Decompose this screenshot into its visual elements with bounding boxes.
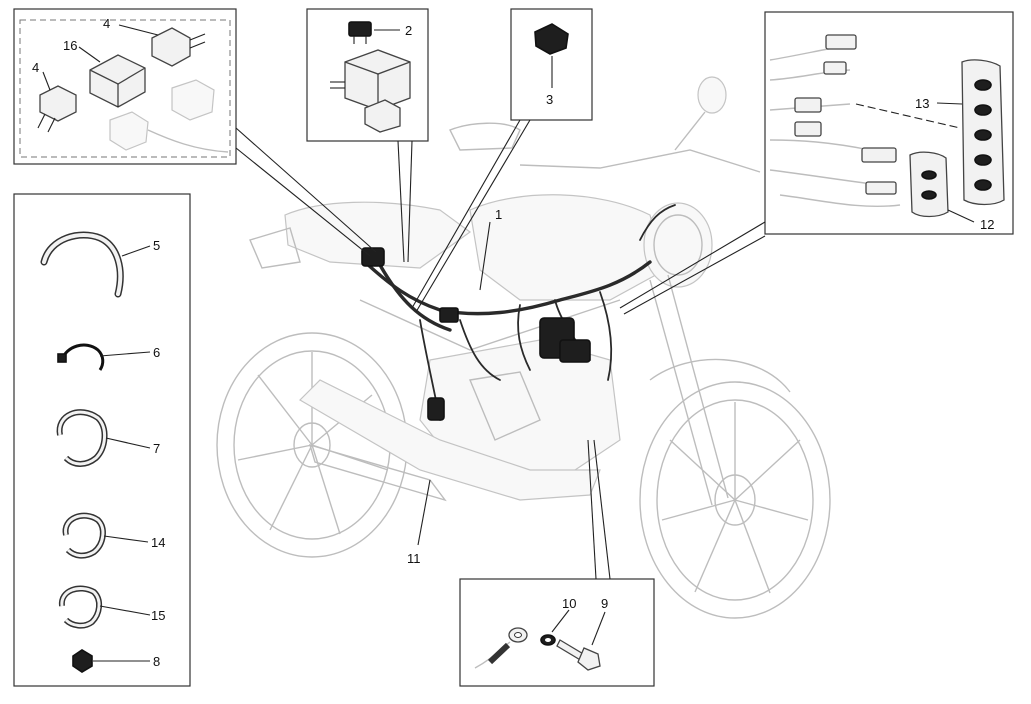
leader-15 bbox=[99, 605, 151, 616]
wiring-harness bbox=[361, 204, 676, 421]
clamp-medium bbox=[62, 512, 106, 559]
callout-12: 12 bbox=[980, 217, 994, 232]
assembly-guide-line bbox=[855, 103, 961, 129]
cable-strap bbox=[40, 231, 124, 298]
callout-13: 13 bbox=[915, 96, 929, 111]
front-wheel-spokes bbox=[661, 402, 809, 594]
callout-1: 1 bbox=[495, 207, 502, 222]
connector-holder-large bbox=[961, 59, 1005, 206]
callout-5: 5 bbox=[153, 238, 160, 253]
leader-7 bbox=[105, 437, 151, 449]
callout-10: 10 bbox=[562, 596, 576, 611]
leader-13 bbox=[936, 102, 963, 105]
callout-4-upper: 4 bbox=[103, 16, 110, 31]
wire-connectors-ghost bbox=[769, 34, 901, 208]
leader-4-upper bbox=[118, 24, 159, 36]
callout-2: 2 bbox=[405, 23, 412, 38]
clamp-small bbox=[58, 585, 102, 629]
grommet bbox=[72, 649, 93, 673]
connection-lines bbox=[235, 119, 766, 580]
leader-4-lower bbox=[42, 71, 51, 91]
callout-3: 3 bbox=[546, 92, 553, 107]
starter-relay bbox=[330, 49, 411, 133]
leader-5 bbox=[121, 245, 151, 257]
callout-4-lower: 4 bbox=[32, 60, 39, 75]
leader-14 bbox=[103, 535, 149, 543]
inset-relays: 16 4 4 bbox=[13, 8, 237, 165]
callout-7: 7 bbox=[153, 441, 160, 456]
washer bbox=[540, 634, 556, 646]
inset-clamps: 5 6 7 14 15 8 bbox=[13, 193, 191, 687]
rear-wheel-spokes bbox=[237, 352, 389, 535]
callout-14: 14 bbox=[151, 535, 165, 550]
clamp-large bbox=[56, 409, 108, 467]
callout-8: 8 bbox=[153, 654, 160, 669]
leader-12 bbox=[947, 209, 975, 223]
screw bbox=[556, 639, 601, 671]
callout-15: 15 bbox=[151, 608, 165, 623]
callout-16: 16 bbox=[63, 38, 77, 53]
inset-starter-relay: 2 bbox=[306, 8, 429, 142]
fuse bbox=[348, 21, 372, 44]
callout-6: 6 bbox=[153, 345, 160, 360]
leader-11 bbox=[417, 479, 431, 546]
connector-holder-small bbox=[909, 151, 949, 218]
motorcycle-outline bbox=[216, 76, 831, 619]
leader-1 bbox=[479, 221, 491, 291]
inset-connectors: 13 12 bbox=[764, 11, 1014, 235]
inset-cover: 3 bbox=[510, 8, 593, 121]
relay-socket-ghost bbox=[109, 79, 229, 153]
leader-16 bbox=[78, 46, 101, 63]
callout-11: 11 bbox=[407, 551, 421, 566]
leader-10 bbox=[551, 609, 570, 633]
callout-9: 9 bbox=[601, 596, 608, 611]
cable-tie bbox=[57, 343, 105, 371]
relay-upper bbox=[151, 27, 206, 67]
ground-cable bbox=[474, 627, 528, 669]
flasher-unit bbox=[89, 54, 146, 108]
inset-ground: 10 9 bbox=[459, 578, 655, 687]
leader-6 bbox=[99, 351, 151, 357]
relay-lower bbox=[37, 85, 77, 133]
leader-9 bbox=[591, 611, 606, 646]
